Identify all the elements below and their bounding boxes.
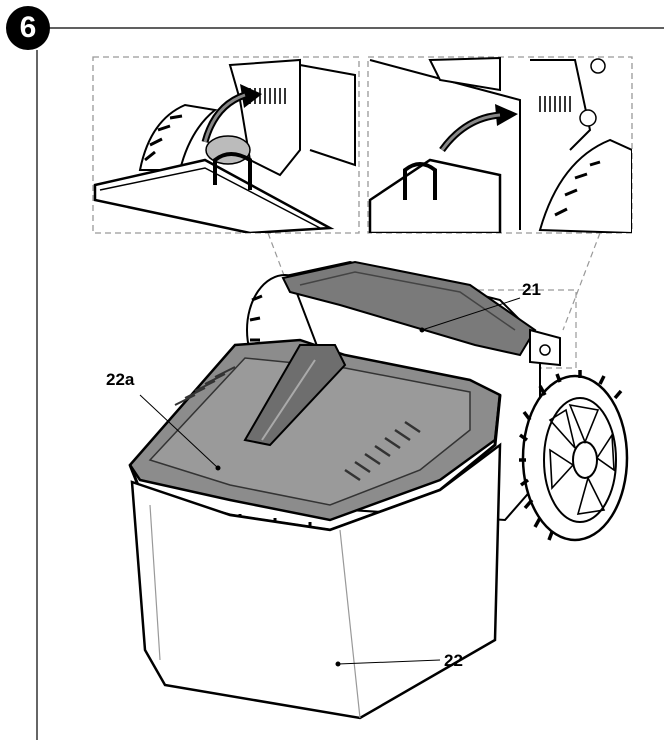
step-number: 6 <box>19 11 37 44</box>
callout-21: 21 <box>522 280 541 299</box>
detail-inset-left <box>92 56 360 234</box>
leader-lines <box>139 297 521 667</box>
right-inset-drawing <box>368 57 632 233</box>
step-badge <box>6 6 50 50</box>
callout-22: 22 <box>444 651 463 670</box>
mower-body <box>128 260 629 720</box>
callout-22a: 22a <box>106 370 135 389</box>
left-inset-drawing <box>93 58 356 233</box>
